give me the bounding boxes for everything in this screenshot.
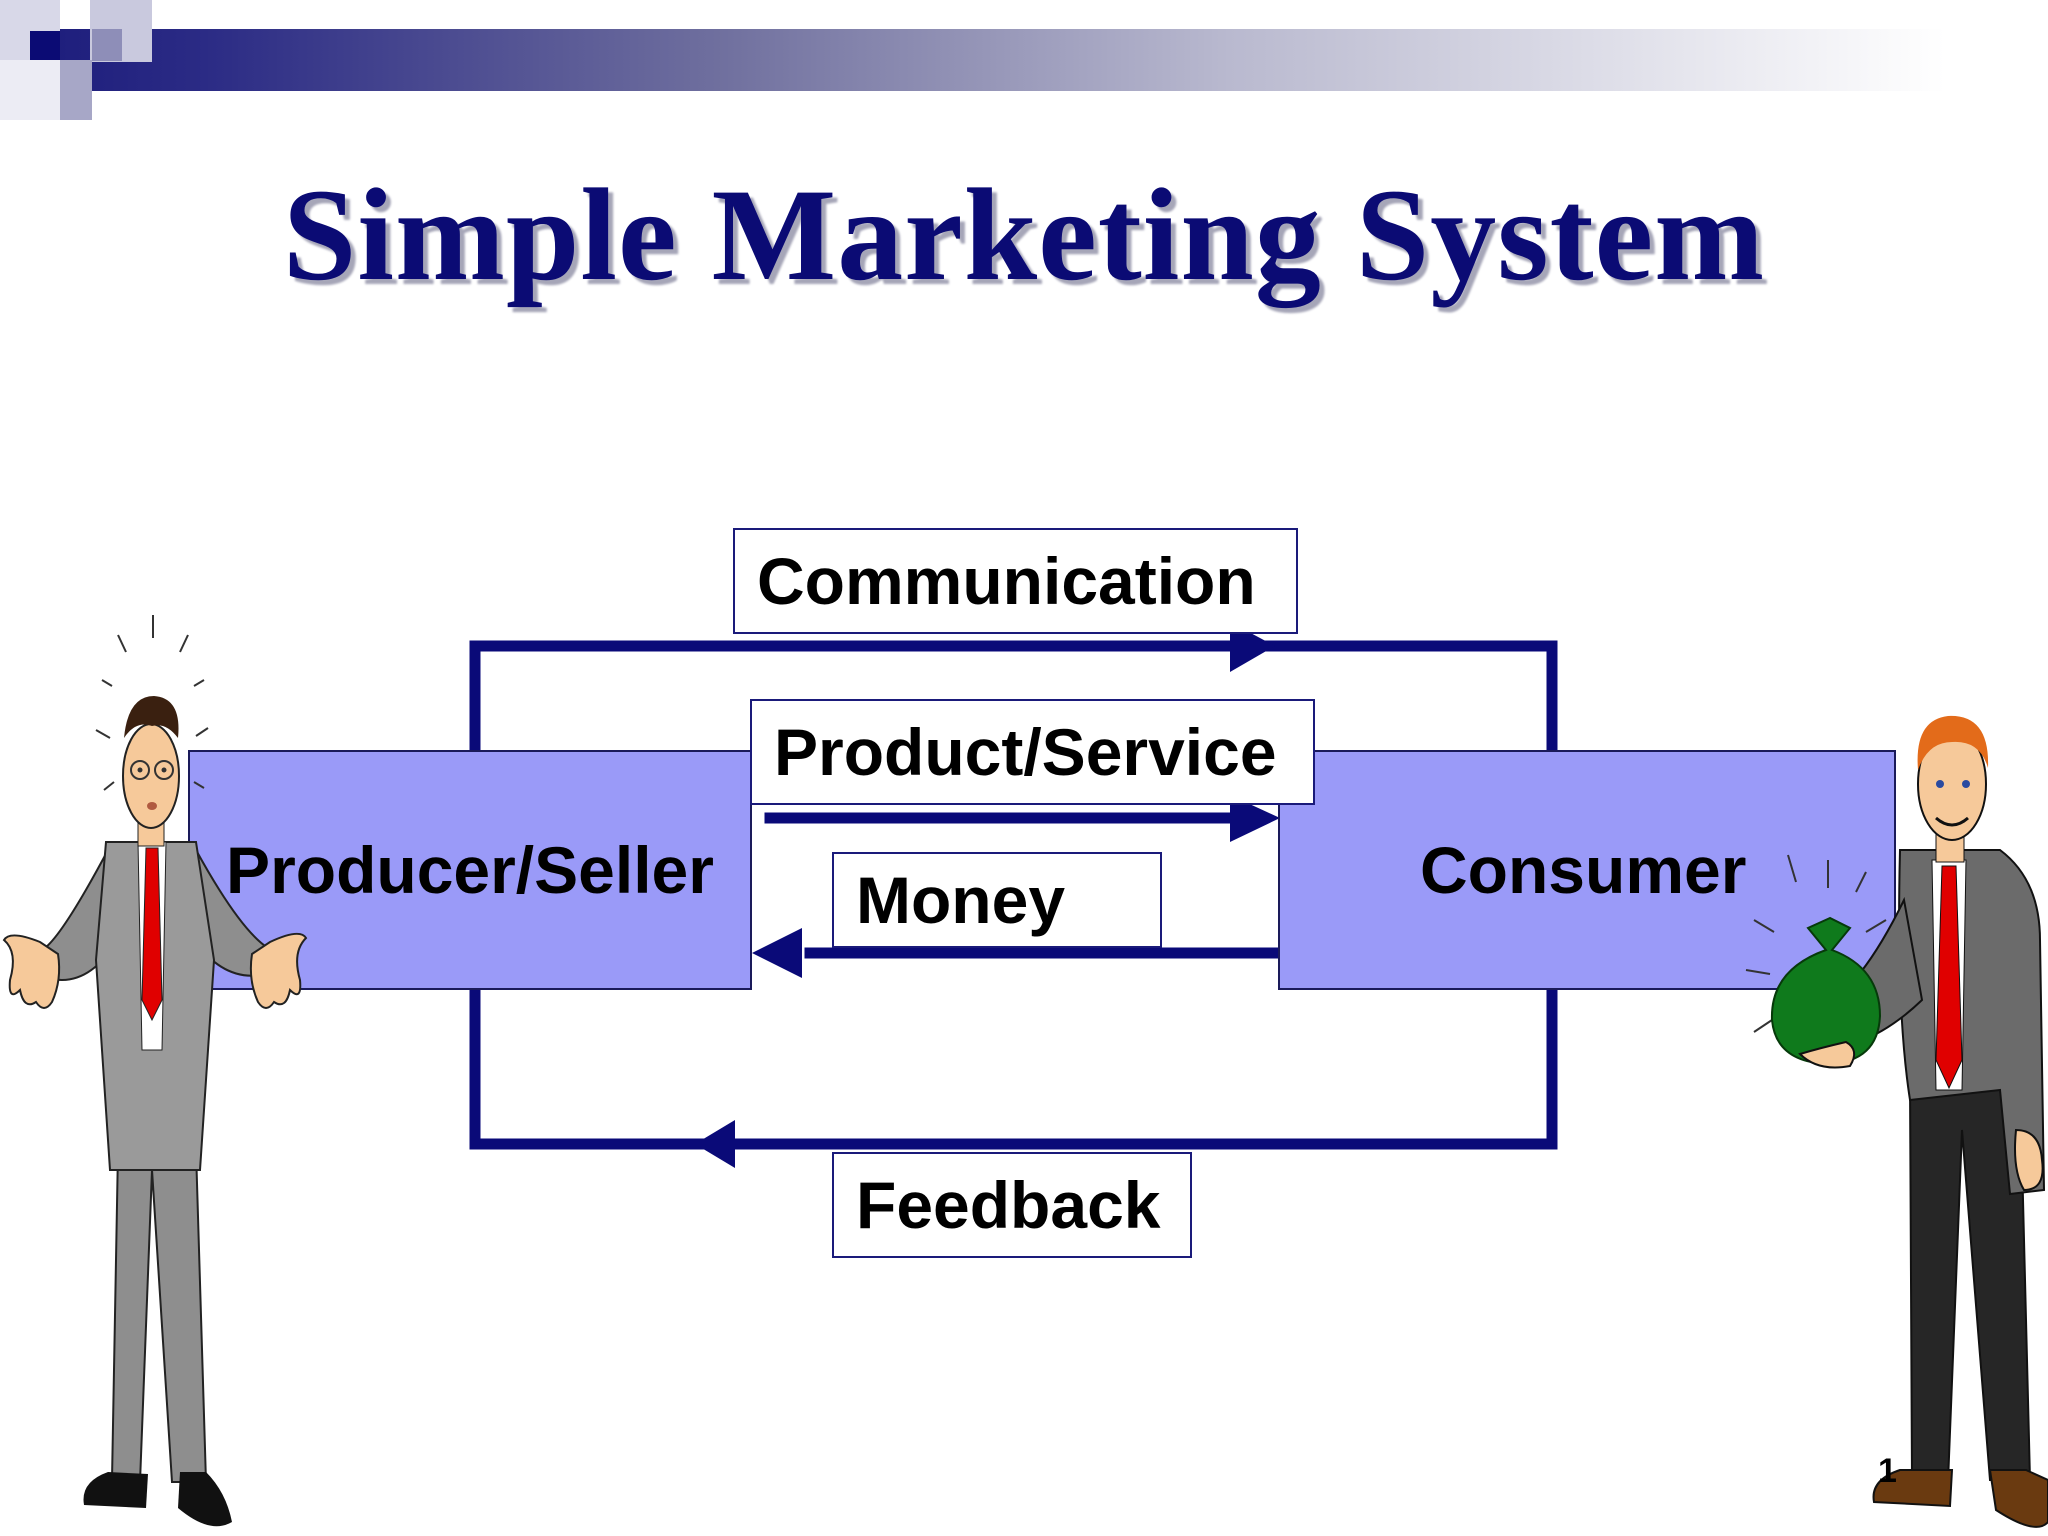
money-arrowhead [752, 928, 802, 978]
businessman-with-money-bag-icon [1745, 715, 2048, 1528]
communication-arrowhead [1230, 622, 1275, 672]
feedback-loop-line [469, 982, 1558, 1150]
page-number: 1 [1878, 1452, 1897, 1490]
header-square [60, 60, 92, 120]
confused-businessman-icon [2, 615, 308, 1527]
feedback-label: Feedback [832, 1152, 1192, 1258]
communication-loop-line [469, 640, 1558, 758]
money-label: Money [832, 852, 1162, 948]
header-square [30, 31, 60, 61]
feedback-arrowhead [695, 1120, 735, 1168]
product-arrowhead [1230, 795, 1280, 842]
header-gradient-band [0, 29, 2048, 91]
consumer-label: Consumer [1420, 833, 1747, 907]
header-square [0, 60, 60, 120]
communication-label: Communication [733, 528, 1298, 634]
producer-seller-label: Producer/Seller [226, 833, 714, 907]
product-service-label: Product/Service [750, 699, 1315, 805]
header-square [92, 29, 122, 61]
slide-title: Simple Marketing System [282, 161, 1766, 308]
